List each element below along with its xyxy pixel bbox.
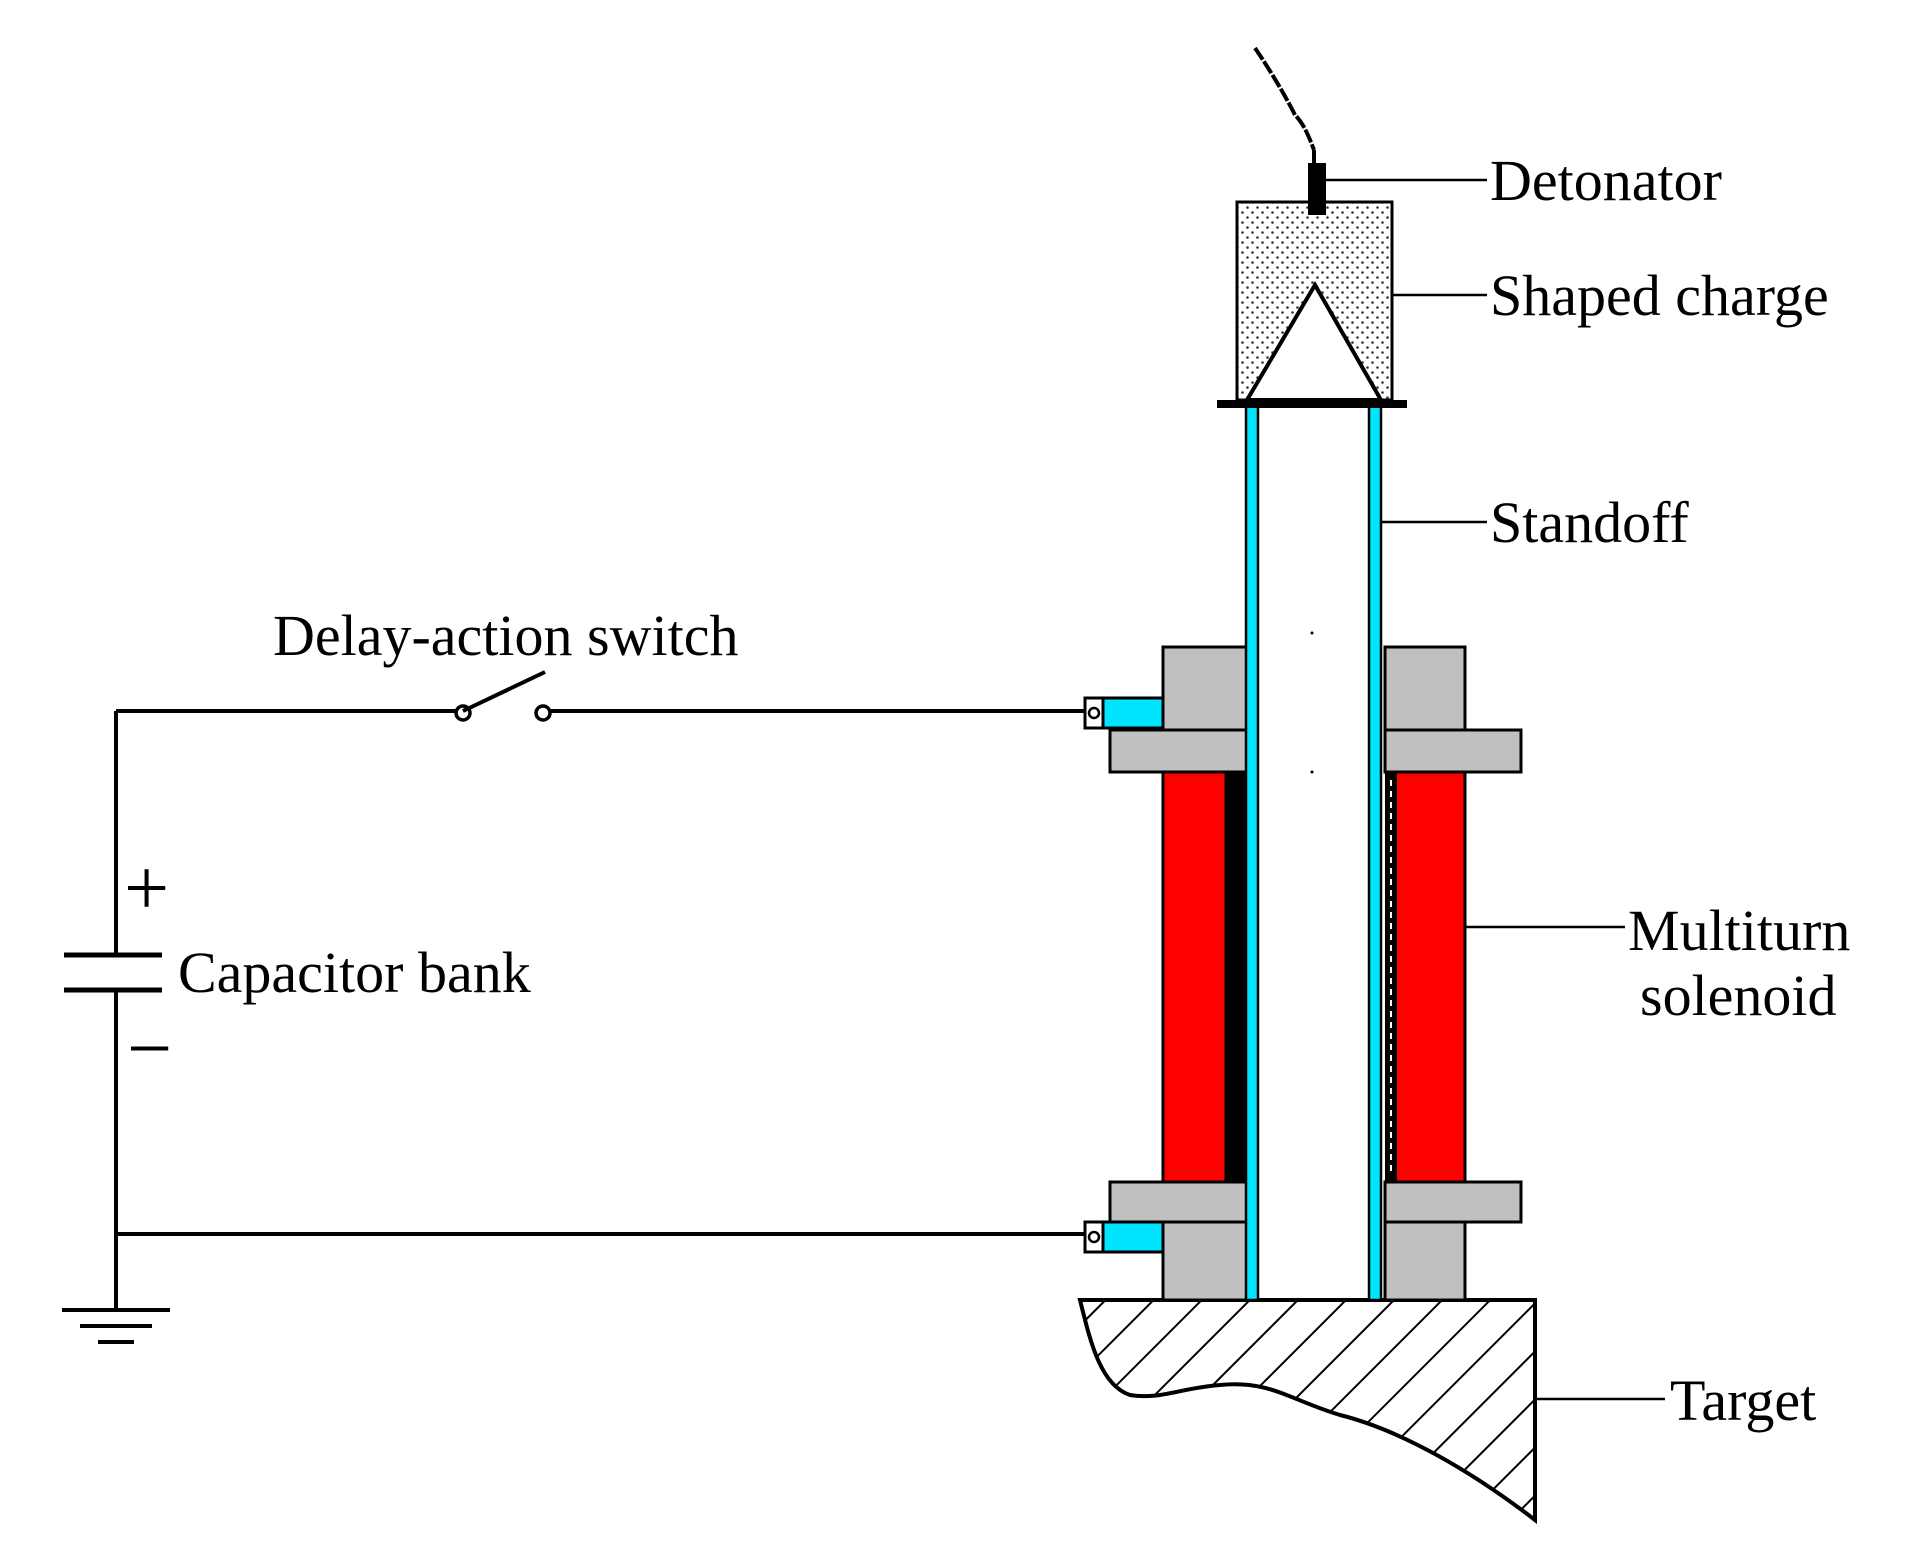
label-delay-action-switch: Delay-action switch <box>273 603 738 668</box>
leader-lines <box>1326 178 1665 1401</box>
terminal-upper <box>1083 696 1165 730</box>
circuit <box>62 670 1085 1344</box>
label-shaped-charge: Shaped charge <box>1490 263 1829 328</box>
delay-action-switch <box>454 670 552 722</box>
ground-symbol <box>62 1308 170 1344</box>
solenoid-left <box>1161 770 1228 1184</box>
label-plus: + <box>124 845 169 933</box>
standoff-tube <box>1217 398 1407 1302</box>
target <box>1077 1298 1537 1525</box>
lower-right-plate <box>1383 1180 1523 1224</box>
label-standoff: Standoff <box>1490 490 1689 555</box>
label-target: Target <box>1670 1368 1816 1433</box>
label-capacitor-bank: Capacitor bank <box>178 940 531 1005</box>
multiturn-solenoid <box>1161 770 1467 1184</box>
flanges <box>1108 645 1523 1302</box>
capacitor-symbol <box>64 952 162 993</box>
terminal-lower <box>1083 1220 1165 1254</box>
solenoid-left-inner <box>1226 772 1246 1182</box>
solenoid-right-inner <box>1385 772 1397 1182</box>
shaped-charge <box>1235 200 1394 402</box>
tube-right-wall <box>1367 398 1383 1302</box>
switch-contact-right <box>534 704 552 722</box>
tube-left-wall <box>1244 398 1260 1302</box>
label-multiturn: Multiturn <box>1628 898 1850 963</box>
label-detonator: Detonator <box>1490 148 1722 213</box>
upper-left-plate <box>1108 728 1252 774</box>
label-minus: − <box>127 1005 172 1093</box>
upper-right-plate <box>1383 728 1523 774</box>
solenoid-right <box>1393 770 1467 1184</box>
detonator <box>1253 46 1326 215</box>
label-solenoid: solenoid <box>1640 963 1837 1028</box>
tube-flange <box>1217 400 1407 408</box>
lower-left-plate <box>1108 1180 1252 1224</box>
switch-blade <box>462 670 546 713</box>
